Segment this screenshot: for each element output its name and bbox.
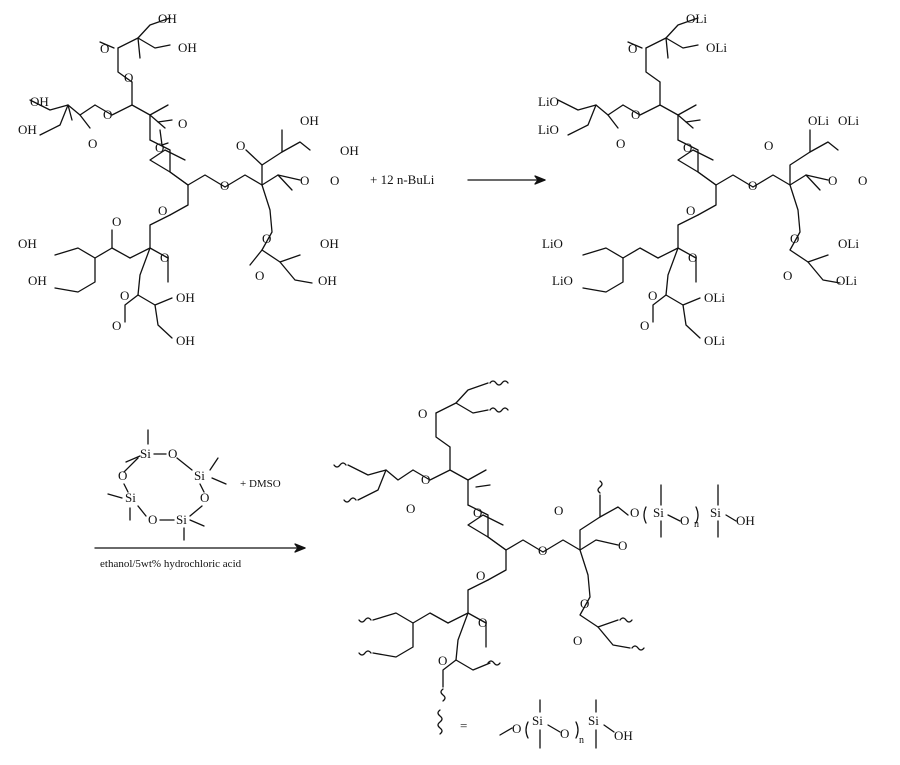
label-oh: OH xyxy=(300,113,319,128)
label-o: O xyxy=(120,288,129,303)
label-o: O xyxy=(124,70,133,85)
label-oli: OLi xyxy=(686,11,707,26)
label-o: O xyxy=(262,231,271,246)
reagent-nbuli: + 12 n-BuLi xyxy=(370,172,435,187)
label-o: O xyxy=(512,721,521,736)
label-o: O xyxy=(618,538,627,553)
label-oh: OH xyxy=(176,290,195,305)
label-o: O xyxy=(103,107,112,122)
reaction-condition: ethanol/5wt% hydrochloric acid xyxy=(100,558,242,570)
label-o: O xyxy=(680,513,689,528)
label-o: O xyxy=(628,41,637,56)
reaction-arrow-2 xyxy=(94,543,306,553)
molecule-lithium-alkoxide: OLi OLi O LiO LiO O O O O O OLi OLi O O … xyxy=(538,11,867,348)
label-oh: OH xyxy=(178,40,197,55)
label-o: O xyxy=(828,173,837,188)
label-o: O xyxy=(300,173,309,188)
label-si: Si xyxy=(125,490,136,505)
label-si: Si xyxy=(176,512,187,527)
label-o: O xyxy=(560,726,569,741)
label-oh: OH xyxy=(28,273,47,288)
label-o: O xyxy=(418,406,427,421)
label-lio: LiO xyxy=(538,122,559,137)
label-oh: OH xyxy=(318,273,337,288)
label-o: O xyxy=(148,512,157,527)
label-o: O xyxy=(118,468,127,483)
label-o: O xyxy=(200,490,209,505)
label-o: O xyxy=(168,446,177,461)
label-n: n xyxy=(694,519,699,530)
label-o: O xyxy=(476,568,485,583)
label-o: O xyxy=(178,116,187,131)
label-o: O xyxy=(255,268,264,283)
label-oh: OH xyxy=(320,236,339,251)
label-oli: OLi xyxy=(704,333,725,348)
label-o: O xyxy=(764,138,773,153)
label-oli: OLi xyxy=(808,113,829,128)
reagent-dmso: + DMSO xyxy=(240,478,281,490)
molecule-polyol: OH OH O O OH OH O O O O O O OH OH O O O … xyxy=(18,11,359,348)
label-o: O xyxy=(616,136,625,151)
label-o: O xyxy=(88,136,97,151)
label-si: Si xyxy=(588,713,599,728)
label-o: O xyxy=(236,138,245,153)
label-o: O xyxy=(220,178,229,193)
label-oli: OLi xyxy=(838,113,859,128)
label-oh: OH xyxy=(18,122,37,137)
label-oli: OLi xyxy=(704,290,725,305)
molecule-product: O O O O O O O O O O O O O Si O n Si OH xyxy=(333,380,755,702)
label-o: O xyxy=(406,501,415,516)
label-si: Si xyxy=(532,713,543,728)
reaction-arrow-1 xyxy=(467,175,546,185)
label-o: O xyxy=(748,178,757,193)
label-o: O xyxy=(100,41,109,56)
label-si: Si xyxy=(140,446,151,461)
label-oli: OLi xyxy=(836,273,857,288)
label-o: O xyxy=(686,203,695,218)
label-o: O xyxy=(640,318,649,333)
label-n: n xyxy=(579,735,584,746)
label-o: O xyxy=(683,140,692,155)
label-oh: OH xyxy=(30,94,49,109)
label-si: Si xyxy=(653,505,664,520)
label-o: O xyxy=(478,615,487,630)
label-si: Si xyxy=(194,468,205,483)
label-o: O xyxy=(155,140,164,155)
label-oh: OH xyxy=(614,728,633,743)
label-o: O xyxy=(538,543,547,558)
label-oli: OLi xyxy=(706,40,727,55)
label-o: O xyxy=(158,203,167,218)
label-oh: OH xyxy=(340,143,359,158)
label-o: O xyxy=(330,173,339,188)
label-o: O xyxy=(858,173,867,188)
label-o: O xyxy=(648,288,657,303)
wavy-bond-legend: = O Si O n Si OH xyxy=(437,699,633,749)
label-oh: OH xyxy=(158,11,177,26)
label-o: O xyxy=(580,596,589,611)
legend-equals: = xyxy=(460,718,467,733)
label-o: O xyxy=(421,472,430,487)
label-lio: LiO xyxy=(552,273,573,288)
label-oh: OH xyxy=(176,333,195,348)
cyclotetrasiloxane: Si O Si O Si O Si O xyxy=(107,429,227,541)
label-o: O xyxy=(630,505,639,520)
label-o: O xyxy=(160,250,169,265)
label-lio: LiO xyxy=(538,94,559,109)
label-o: O xyxy=(790,231,799,246)
label-o: O xyxy=(438,653,447,668)
label-oh: OH xyxy=(18,236,37,251)
label-o: O xyxy=(631,107,640,122)
label-o: O xyxy=(783,268,792,283)
label-o: O xyxy=(112,318,121,333)
label-lio: LiO xyxy=(542,236,563,251)
label-o: O xyxy=(554,503,563,518)
label-o: O xyxy=(473,505,482,520)
label-o: O xyxy=(573,633,582,648)
label-oh: OH xyxy=(736,513,755,528)
label-oli: OLi xyxy=(838,236,859,251)
label-o: O xyxy=(112,214,121,229)
label-o: O xyxy=(688,250,697,265)
label-si: Si xyxy=(710,505,721,520)
